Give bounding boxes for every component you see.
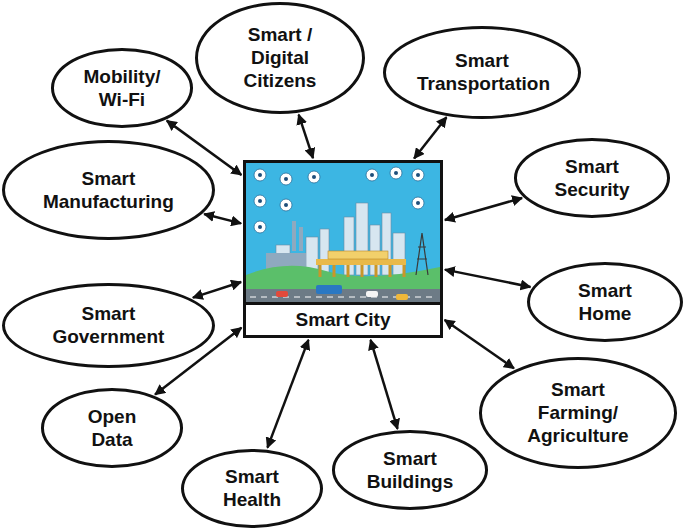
topic-oval: Smart / Digital Citizens: [195, 2, 365, 114]
icon-circles: [254, 167, 424, 233]
node-label: Smart / Digital Citizens: [225, 23, 335, 92]
topic-oval: Smart Health: [181, 449, 323, 528]
topic-oval: Smart Security: [514, 138, 670, 217]
double-arrow: [204, 214, 241, 223]
topic-oval: Smart Farming/ Agriculture: [479, 357, 678, 469]
node-label: Smart Buildings: [360, 447, 460, 493]
node-label: Smart Manufacturing: [38, 167, 178, 213]
node-label: Smart Transportation: [417, 49, 547, 95]
city-illustration: [246, 163, 440, 305]
bridge: [316, 251, 406, 277]
topic-oval: Mobility/ Wi-Fi: [51, 48, 193, 127]
topic-oval: Open Data: [41, 388, 183, 467]
double-arrow: [371, 340, 398, 429]
node-label: Smart Home: [555, 279, 655, 325]
double-arrow: [445, 198, 522, 220]
double-arrow: [299, 115, 313, 159]
topic-oval: Smart Home: [527, 262, 683, 342]
topic-oval: Smart Transportation: [383, 26, 582, 119]
node-label: Smart Government: [38, 302, 178, 348]
double-arrow: [445, 270, 531, 287]
double-arrow: [267, 340, 308, 448]
icon-dots: [258, 171, 420, 229]
node-label: Smart Health: [207, 465, 297, 511]
pylon: [416, 233, 428, 275]
node-label: Smart Security: [542, 155, 642, 201]
node-label: Smart Farming/ Agriculture: [513, 378, 643, 447]
double-arrow: [414, 117, 446, 158]
topic-oval: Smart Government: [2, 283, 215, 368]
node-label: Smart City: [246, 302, 440, 335]
green-hill: [246, 266, 440, 289]
node-label: Open Data: [67, 405, 157, 451]
hub-box: Smart City: [243, 160, 443, 338]
vehicles: [276, 285, 408, 300]
topic-oval: Smart Manufacturing: [2, 140, 215, 240]
double-arrow: [193, 282, 241, 298]
node-label: Mobility/ Wi-Fi: [77, 65, 167, 111]
sky: [246, 163, 440, 305]
topic-oval: Smart Buildings: [332, 430, 488, 509]
double-arrow: [445, 320, 514, 368]
